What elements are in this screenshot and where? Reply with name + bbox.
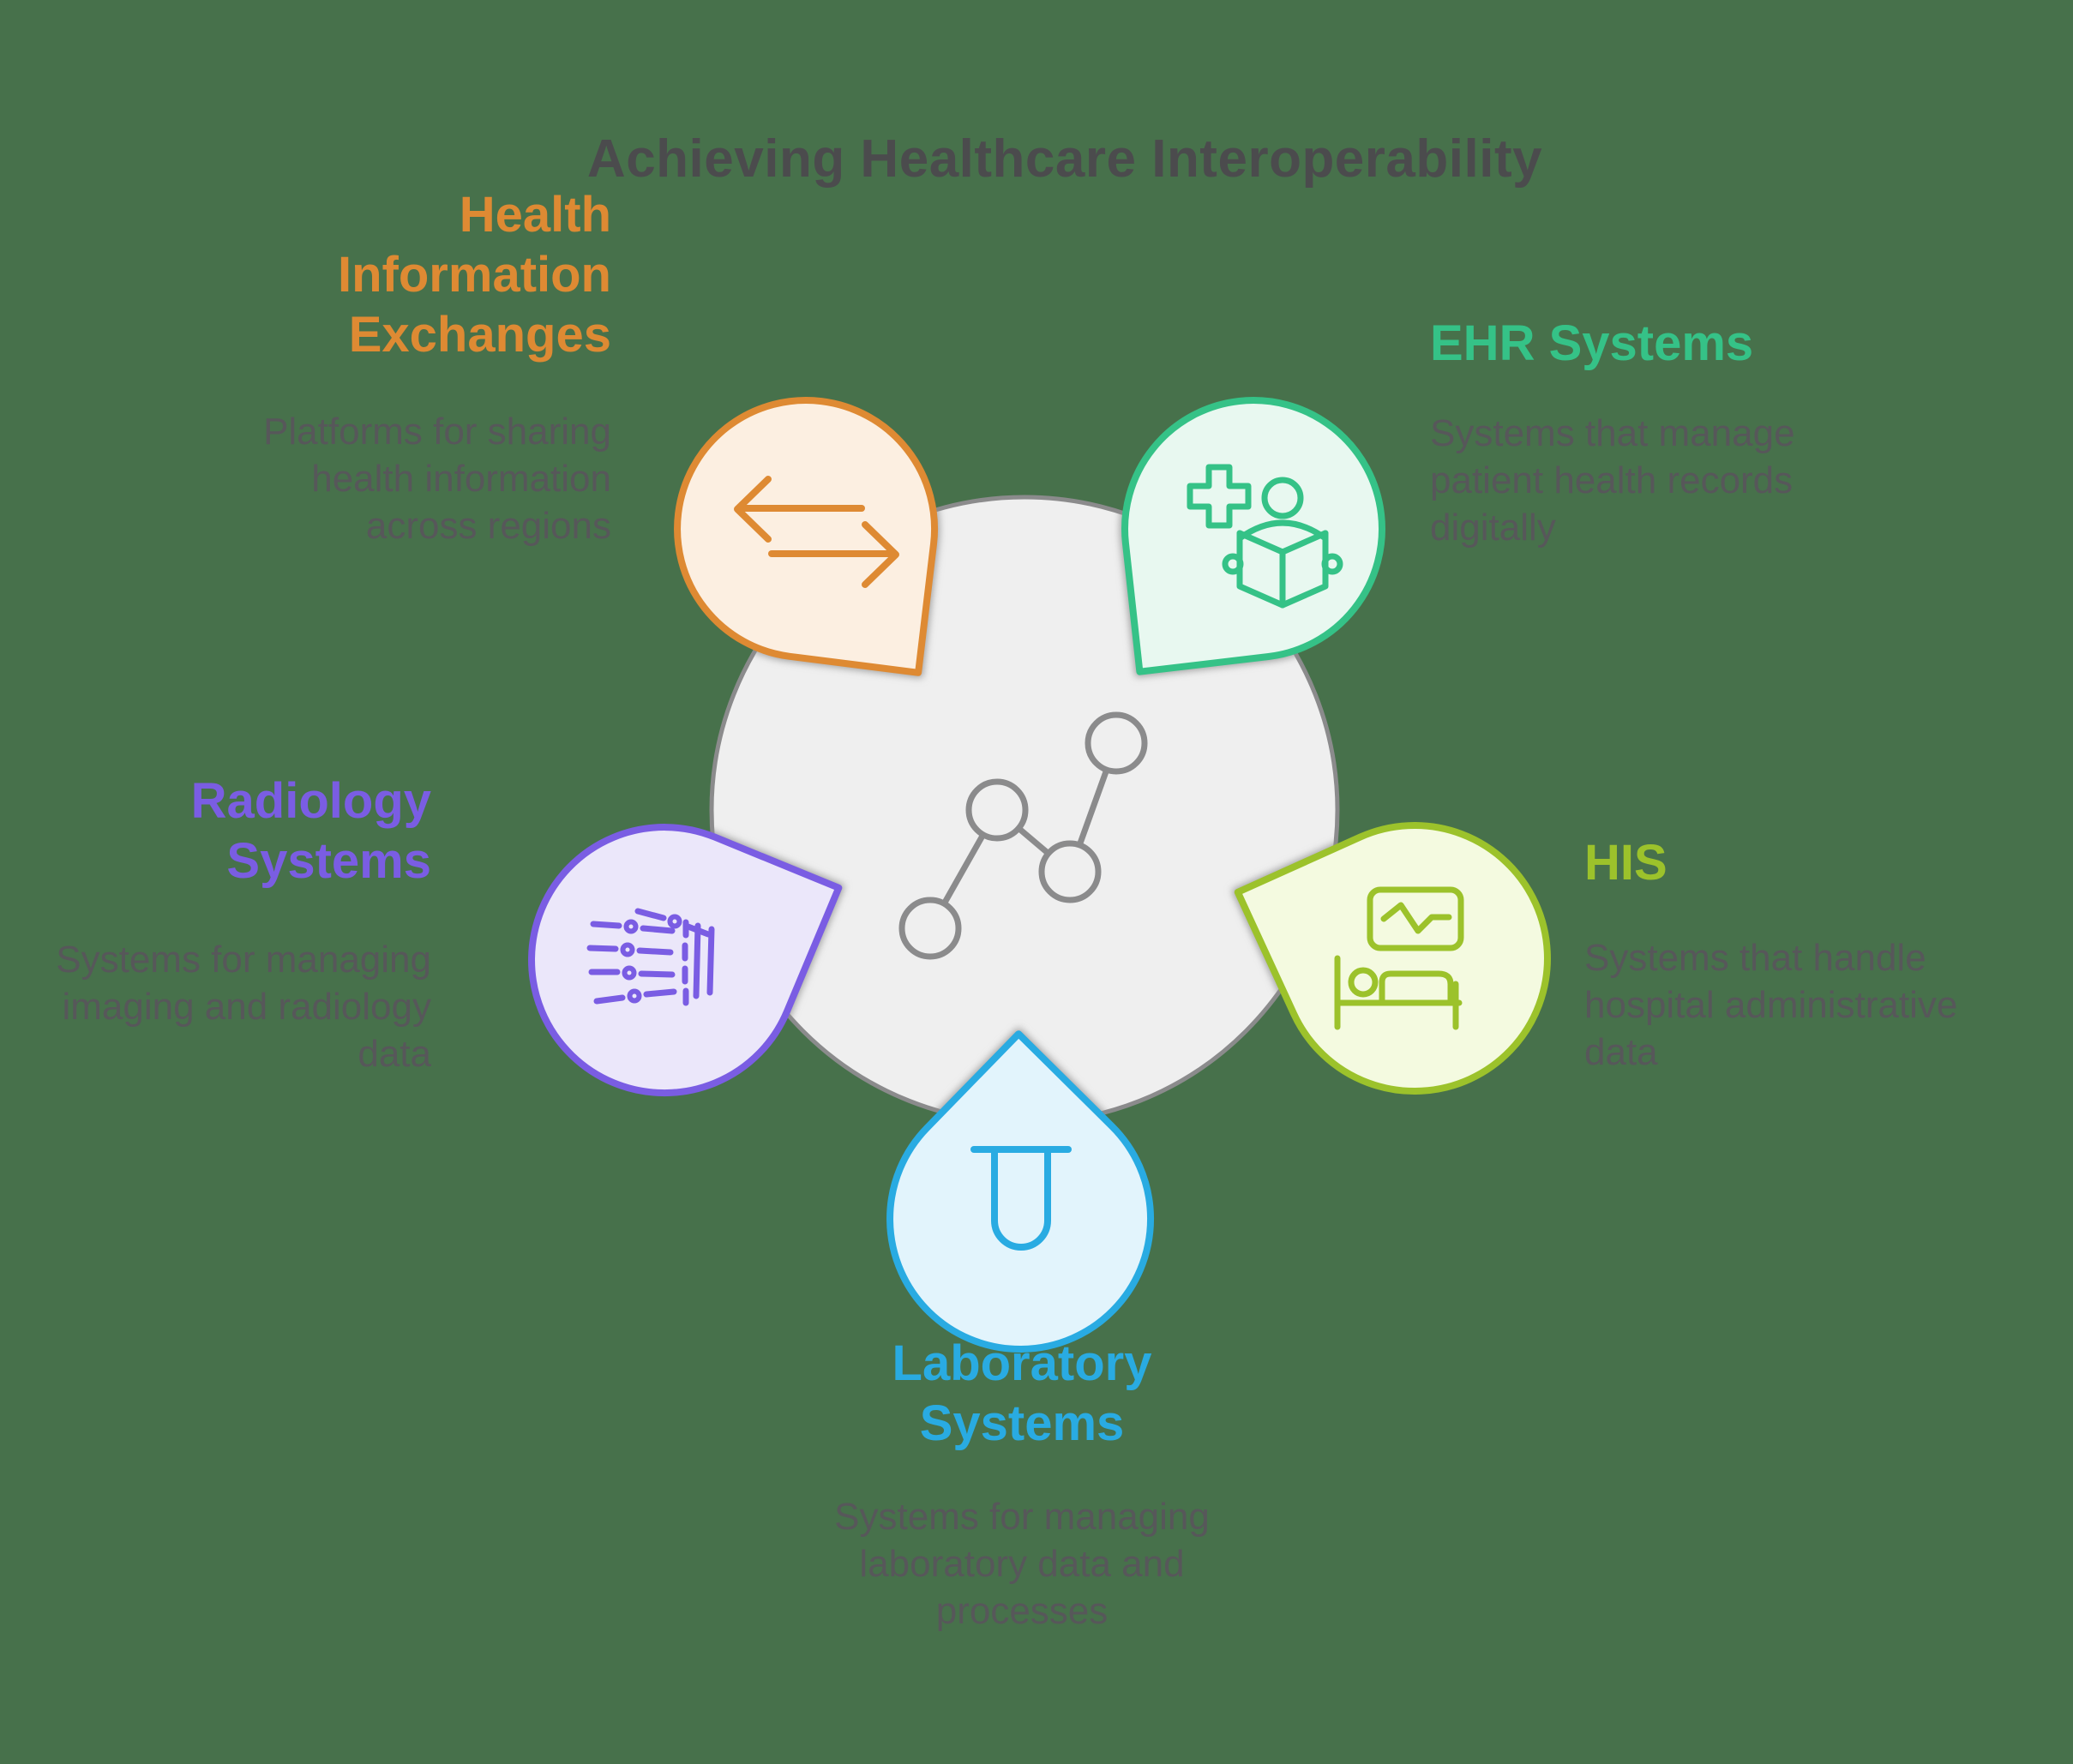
laboratory-system-label: Laboratory Systems xyxy=(892,1335,1152,1451)
his-system-description: Systems that handle hospital administrat… xyxy=(1584,937,1958,1073)
person-reading-icon xyxy=(1187,464,1343,609)
petal-lab xyxy=(886,1030,1155,1353)
test-tube-icon xyxy=(970,1146,1072,1251)
xray-hand-icon xyxy=(586,908,715,1006)
transfer-arrows-icon xyxy=(734,476,899,588)
petal-hie xyxy=(674,397,939,676)
ehr-system-description: Systems that manage patient health recor… xyxy=(1430,412,1795,549)
his-system-label: HIS xyxy=(1584,835,1667,891)
radiology-system-label: Radiology Systems xyxy=(190,773,431,889)
radiology-system-description: Systems for managing imaging and radiolo… xyxy=(56,939,431,1075)
hie-system-description: Platforms for sharing health information… xyxy=(263,411,611,547)
hie-system-label: Health Information Exchanges xyxy=(338,187,611,363)
page-title: Achieving Healthcare Interoperability xyxy=(586,129,1543,189)
petal-his xyxy=(1234,822,1551,1095)
laboratory-system-description: Systems for managing laboratory data and… xyxy=(834,1496,1210,1632)
hospital-bed-icon xyxy=(1334,886,1464,1030)
ehr-system-label: EHR Systems xyxy=(1430,315,1754,371)
network-nodes-icon xyxy=(898,711,1148,960)
